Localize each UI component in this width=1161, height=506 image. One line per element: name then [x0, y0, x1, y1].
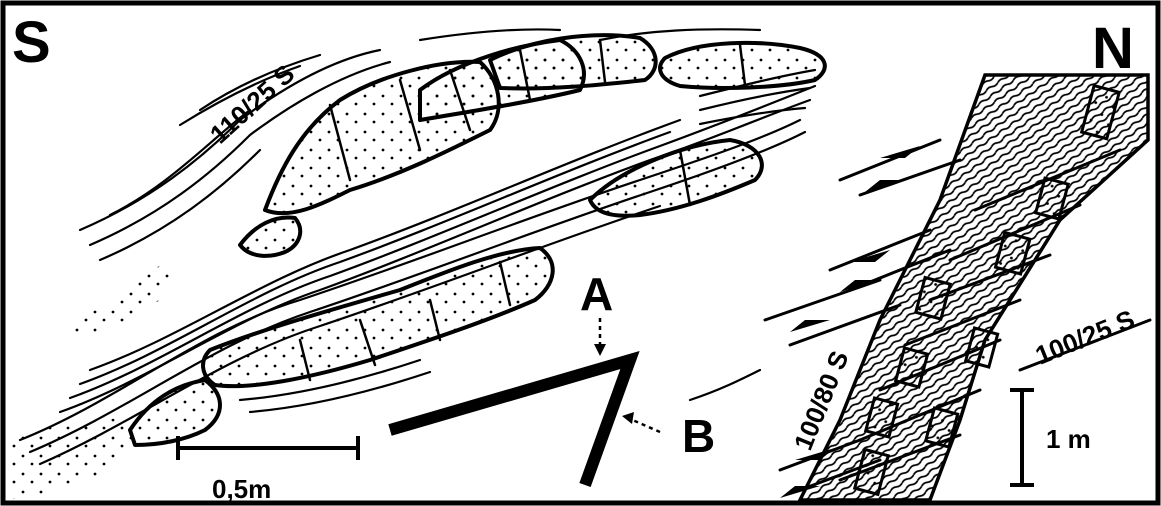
boudin-upper-3 [490, 35, 656, 88]
boudin-neck [240, 217, 300, 255]
scale-label-left: 0,5m [212, 474, 271, 504]
north-label: N [1092, 16, 1134, 81]
scale-label-right: 1 m [1046, 424, 1091, 454]
scale-bar-left [178, 436, 358, 460]
host-rock-upper [70, 260, 175, 340]
boudins [130, 35, 825, 445]
host-rock-left [8, 418, 140, 500]
label-b: B [682, 410, 715, 462]
attitude-label-right-low: 100/25 S [1031, 304, 1139, 371]
attitude-label-left: 110/25 S [204, 58, 300, 149]
scale-bar-right [1010, 390, 1034, 485]
angle-symbol [390, 318, 660, 485]
south-label: S [12, 10, 51, 75]
boudin-lower-small [130, 380, 220, 445]
boudin-right [590, 140, 762, 216]
label-a: A [580, 268, 613, 320]
